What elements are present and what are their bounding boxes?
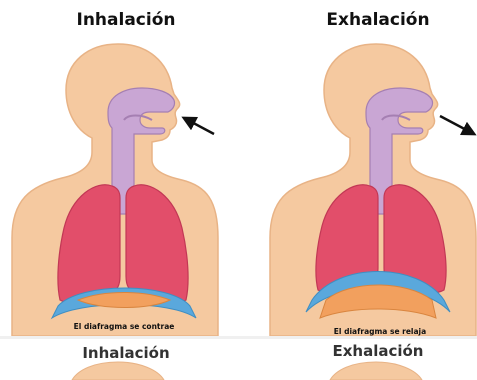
strip-inhalation-title: Inhalación <box>82 344 169 362</box>
inhalation-caption: El diafragma se contrae <box>74 322 175 331</box>
strip-head-right <box>330 362 422 380</box>
strip-exhalation-title: Exhalación <box>332 342 423 360</box>
panel-exhalation <box>270 44 476 336</box>
strip-divider <box>0 336 477 339</box>
exhalation-title: Exhalación <box>326 10 429 30</box>
airflow-out-arrow <box>440 116 474 134</box>
panel-inhalation <box>12 44 218 336</box>
airflow-in-arrow <box>184 118 214 134</box>
strip-head-left <box>72 362 164 380</box>
duplicate-strip: Inhalación Exhalación <box>72 342 424 380</box>
exhalation-caption: El diafragma se relaja <box>334 327 426 336</box>
inhalation-title: Inhalación <box>77 10 176 30</box>
